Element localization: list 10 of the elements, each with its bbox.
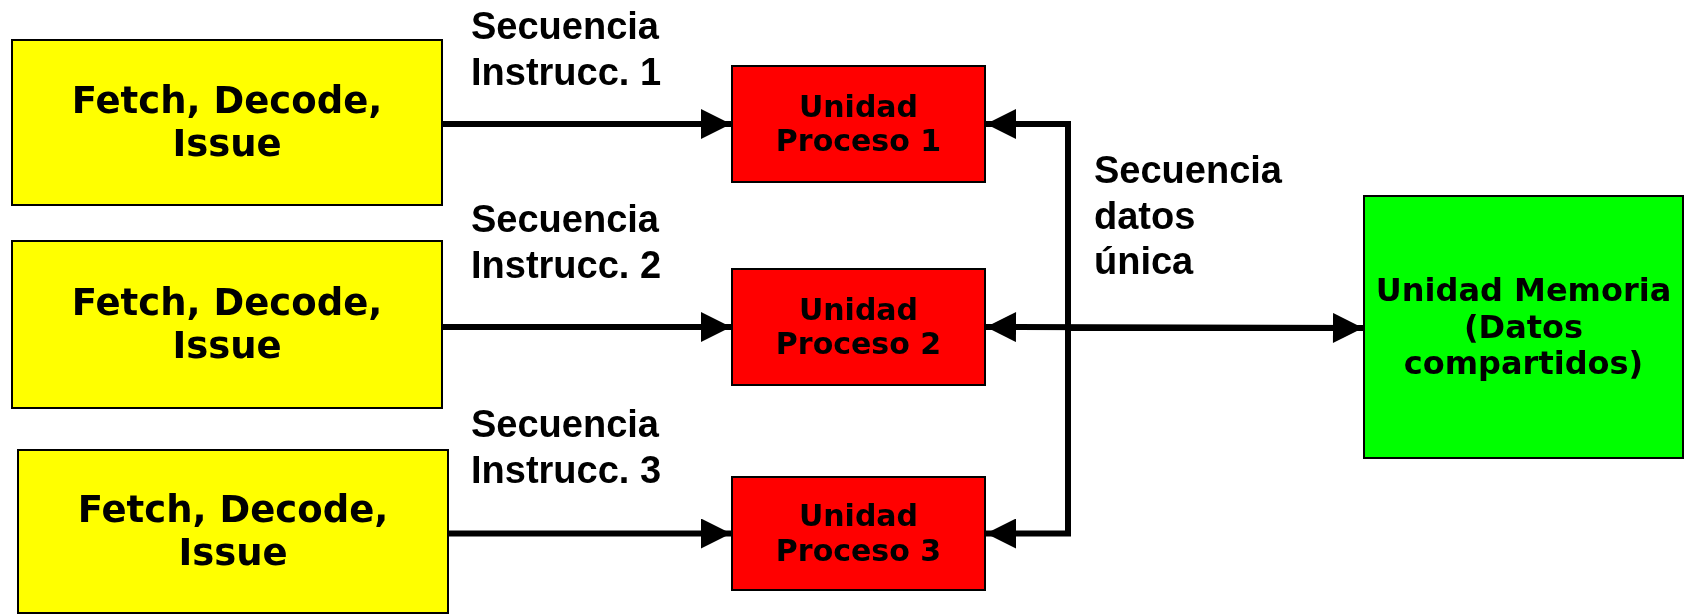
process-box: Unidad Proceso 2: [731, 268, 986, 386]
arrow: [443, 312, 731, 342]
arrow: [449, 518, 731, 549]
stage-box: Fetch, Decode, Issue: [17, 449, 449, 614]
process-box: Unidad Proceso 1: [731, 65, 986, 183]
process-box: Unidad Proceso 3: [731, 476, 986, 591]
stage-box: Fetch, Decode, Issue: [11, 39, 443, 206]
arrow: [443, 109, 731, 139]
memory-box: Unidad Memoria (Datos compartidos): [1363, 195, 1684, 459]
stage-box: Fetch, Decode, Issue: [11, 240, 443, 409]
